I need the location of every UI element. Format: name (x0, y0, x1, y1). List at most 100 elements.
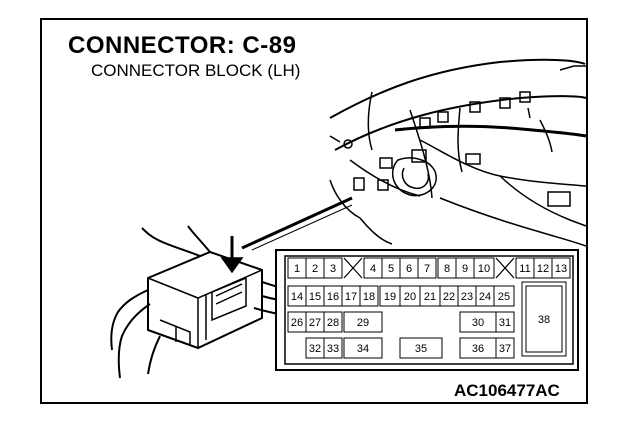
connector-pin-label: 27 (309, 317, 321, 329)
connector-pin-cell (417, 257, 437, 279)
connector-pin-7: 7 (417, 257, 437, 279)
connector-pin-label: 10 (478, 263, 490, 275)
connector-pin-label: 2 (312, 263, 318, 275)
connector-pin-cell (359, 285, 379, 307)
connector-pin-cell (323, 311, 343, 333)
connector-pin-8: 8 (437, 257, 457, 279)
connector-pin-label: 25 (498, 291, 510, 303)
connector-pin-label: 16 (327, 291, 339, 303)
connector-pin-label: 17 (345, 291, 357, 303)
connector-block-illustration (110, 225, 301, 379)
connector-pin-label: 19 (384, 291, 396, 303)
connector-pin-35: 35 (399, 337, 443, 359)
connector-pin-36: 36 (459, 337, 497, 359)
connector-pin-label: 18 (363, 291, 375, 303)
connector-pin-33: 33 (323, 337, 343, 359)
connector-pin-cell (343, 337, 383, 359)
connector-pin-3: 3 (323, 257, 343, 279)
connector-pin-cell (551, 257, 571, 279)
connector-pin-label: 4 (370, 263, 376, 275)
connector-pin-25: 25 (493, 285, 515, 307)
connector-pin-label: 6 (406, 263, 412, 275)
connector-pin-label: 36 (472, 343, 484, 355)
connector-pin-cell (343, 311, 383, 333)
connector-pin-label: 15 (309, 291, 321, 303)
connector-pin-label: 24 (479, 291, 491, 303)
connector-pin-19: 19 (379, 285, 401, 307)
connector-pin-24: 24 (475, 285, 495, 307)
connector-pin-28: 28 (323, 311, 343, 333)
connector-pin-label: 33 (327, 343, 339, 355)
connector-pin-31: 31 (495, 311, 515, 333)
leader-line-shadow (251, 204, 353, 251)
connector-pin-label: 7 (424, 263, 430, 275)
connector-pin-30: 30 (459, 311, 497, 333)
connector-pin-10: 10 (473, 257, 495, 279)
connector-pin-13: 13 (551, 257, 571, 279)
connector-pin-9: 9 (455, 257, 475, 279)
connector-pin-inner-frame (525, 285, 563, 353)
dashboard-illustration (329, 58, 587, 247)
connector-pin-27: 27 (305, 311, 325, 333)
connector-pin-label: 23 (461, 291, 473, 303)
connector-pin-cell (495, 337, 515, 359)
connector-pin-label: 30 (472, 317, 484, 329)
connector-pin-11: 11 (515, 257, 535, 279)
connector-subtitle: CONNECTOR BLOCK (LH) (91, 61, 301, 80)
connector-pin-18: 18 (359, 285, 379, 307)
connector-pin-23: 23 (457, 285, 477, 307)
connector-pin-label: 38 (538, 314, 550, 326)
connector-pin-label: 34 (357, 343, 369, 355)
connector-pin-16: 16 (323, 285, 343, 307)
connector-pin-label: 8 (444, 263, 450, 275)
connector-pin-label: 11 (519, 263, 530, 275)
connector-pin-6: 6 (399, 257, 419, 279)
connector-pin-1: 1 (287, 257, 307, 279)
connector-pin-5: 5 (381, 257, 401, 279)
connector-pin-14: 14 (287, 285, 307, 307)
connector-pin-cell (493, 285, 515, 307)
connector-pin-37: 37 (495, 337, 515, 359)
connector-pin-label: 22 (443, 291, 455, 303)
connector-pin-2: 2 (305, 257, 325, 279)
connector-pin-cell (521, 281, 567, 357)
connector-pin-label: 20 (404, 291, 416, 303)
connector-pin-26: 26 (287, 311, 307, 333)
connector-pin-label: 21 (424, 291, 436, 303)
connector-pin-4: 4 (363, 257, 383, 279)
connector-pin-label: 28 (327, 317, 339, 329)
connector-pin-cell (495, 311, 515, 333)
connector-title: CONNECTOR: C-89 (68, 32, 297, 59)
connector-pin-label: 31 (499, 317, 511, 329)
figure-code: AC106477AC (454, 381, 560, 400)
connector-pin-22: 22 (439, 285, 459, 307)
connector-pin-15: 15 (305, 285, 325, 307)
connector-pin-29: 29 (343, 311, 383, 333)
connector-pin-label: 32 (309, 343, 321, 355)
connector-pin-21: 21 (419, 285, 441, 307)
connector-pin-label: 14 (291, 291, 303, 303)
diagram-frame (40, 18, 588, 404)
connector-pin-cell (323, 257, 343, 279)
connector-pin-label: 1 (294, 263, 300, 275)
connector-pin-34: 34 (343, 337, 383, 359)
connector-pin-label: 3 (330, 263, 336, 275)
connector-pin-17: 17 (341, 285, 361, 307)
connector-pin-label: 37 (499, 343, 511, 355)
connector-pin-label: 29 (357, 317, 369, 329)
connector-pin-12: 12 (533, 257, 553, 279)
connector-pin-label: 35 (415, 343, 427, 355)
connector-pin-label: 9 (462, 263, 468, 275)
connector-pin-label: 12 (537, 263, 549, 275)
connector-pin-cell (399, 337, 443, 359)
connector-pin-label: 5 (388, 263, 394, 275)
connector-pin-cell (473, 257, 495, 279)
connector-pin-label: 13 (555, 263, 567, 275)
connector-pin-32: 32 (305, 337, 325, 359)
connector-pin-38: 38 (521, 281, 567, 357)
leader-line (241, 196, 353, 250)
connector-pin-cell (323, 337, 343, 359)
